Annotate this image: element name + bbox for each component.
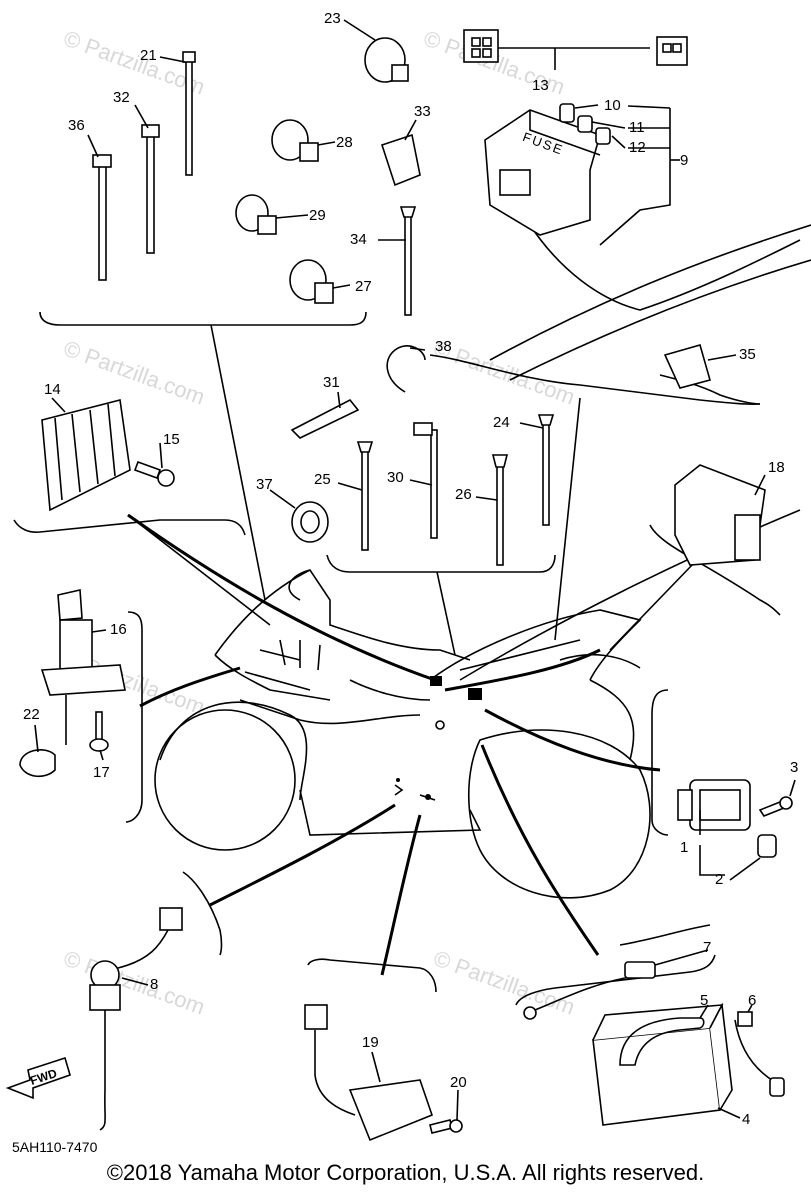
callout-18[interactable]: 18 <box>768 459 785 476</box>
fwd-arrow-icon <box>5 1056 71 1100</box>
motorcycle-outline <box>154 568 651 899</box>
callout-26[interactable]: 26 <box>455 486 472 503</box>
callout-19[interactable]: 19 <box>362 1034 379 1051</box>
part-20-screw[interactable] <box>429 1119 463 1134</box>
callout-8[interactable]: 8 <box>150 976 159 993</box>
callout-1[interactable]: 1 <box>680 839 689 856</box>
part-32-cable-tie[interactable] <box>141 124 160 254</box>
copyright-notice: ©2018 Yamaha Motor Corporation, U.S.A. A… <box>106 1160 705 1185</box>
callout-22[interactable]: 22 <box>23 706 40 723</box>
part-7-negative-lead[interactable] <box>523 961 656 1020</box>
part-13-connector-right[interactable] <box>656 36 688 66</box>
callout-10[interactable]: 10 <box>604 97 621 114</box>
callout-14[interactable]: 14 <box>44 381 61 398</box>
part-26-cable-tie[interactable] <box>491 454 509 566</box>
callout-31[interactable]: 31 <box>323 374 340 391</box>
part-29-clamp[interactable] <box>235 194 277 235</box>
part-19-sensor[interactable] <box>304 1004 434 1142</box>
part-11-fuse[interactable] <box>577 115 593 133</box>
part-21-cable-tie[interactable] <box>182 51 196 176</box>
part-23-clamp[interactable] <box>364 37 409 83</box>
part-38-clip[interactable] <box>386 345 426 393</box>
part-22-clamp[interactable] <box>19 749 56 778</box>
part-28-clamp[interactable] <box>271 119 319 162</box>
callout-32[interactable]: 32 <box>113 89 130 106</box>
callout-37[interactable]: 37 <box>256 476 273 493</box>
part-24-cable-tie[interactable] <box>537 414 555 526</box>
part-10-fuse[interactable] <box>559 103 575 123</box>
callout-9[interactable]: 9 <box>680 152 689 169</box>
part-18-flasher-relay[interactable] <box>674 464 766 566</box>
part-6-battery-lead[interactable] <box>734 1011 785 1097</box>
harness-leaders <box>127 224 811 976</box>
callout-34[interactable]: 34 <box>350 231 367 248</box>
part-33-holder[interactable] <box>380 133 421 187</box>
diagram-code: 5AH110-7470 <box>12 1139 98 1155</box>
part-30-cable-tie[interactable] <box>413 422 438 539</box>
part-37-grommet[interactable] <box>291 501 329 543</box>
part-16-main-switch[interactable] <box>40 589 126 745</box>
part-4-battery[interactable] <box>592 1002 733 1126</box>
part-5-battery-band[interactable] <box>619 1017 705 1066</box>
part-35-clamp[interactable] <box>663 344 711 389</box>
callout-24[interactable]: 24 <box>493 414 510 431</box>
callout-21[interactable]: 21 <box>140 47 157 64</box>
part-8-neutral-switch[interactable] <box>89 907 183 1131</box>
part-31-holder[interactable] <box>290 398 360 439</box>
part-14-rectifier-regulator[interactable] <box>41 399 131 512</box>
callout-leaders <box>34 19 796 1121</box>
part-1-starter-relay[interactable] <box>677 779 751 831</box>
callout-3[interactable]: 3 <box>790 759 799 776</box>
callout-17[interactable]: 17 <box>93 764 110 781</box>
callout-5[interactable]: 5 <box>700 992 709 1009</box>
callout-23[interactable]: 23 <box>324 10 341 27</box>
callout-12[interactable]: 12 <box>629 139 646 156</box>
part-17-bolt[interactable] <box>89 711 109 752</box>
part-3-bolt[interactable] <box>758 796 793 817</box>
part-36-cable-tie[interactable] <box>92 154 112 281</box>
part-9-fuse-box[interactable] <box>484 109 601 236</box>
callout-2[interactable]: 2 <box>715 871 724 888</box>
group-brackets <box>13 47 781 1006</box>
callout-20[interactable]: 20 <box>450 1074 467 1091</box>
part-2-cap[interactable] <box>757 834 777 858</box>
callout-27[interactable]: 27 <box>355 278 372 295</box>
callout-30[interactable]: 30 <box>387 469 404 486</box>
callout-13[interactable]: 13 <box>532 77 549 94</box>
part-27-clamp[interactable] <box>289 259 334 304</box>
callout-36[interactable]: 36 <box>68 117 85 134</box>
part-34-cable-tie[interactable] <box>399 206 417 316</box>
part-25-cable-tie[interactable] <box>356 441 374 551</box>
callout-35[interactable]: 35 <box>739 346 756 363</box>
callout-33[interactable]: 33 <box>414 103 431 120</box>
callout-6[interactable]: 6 <box>748 992 757 1009</box>
callout-38[interactable]: 38 <box>435 338 452 355</box>
callout-15[interactable]: 15 <box>163 431 180 448</box>
callout-11[interactable]: 11 <box>629 119 645 136</box>
part-12-fuse[interactable] <box>595 127 611 145</box>
callout-4[interactable]: 4 <box>742 1111 751 1128</box>
callout-28[interactable]: 28 <box>336 134 353 151</box>
callout-7[interactable]: 7 <box>703 939 712 956</box>
callout-25[interactable]: 25 <box>314 471 331 488</box>
callout-29[interactable]: 29 <box>309 207 326 224</box>
callout-16[interactable]: 16 <box>110 621 127 638</box>
part-13-connector-left[interactable] <box>463 29 499 63</box>
part-15-bolt[interactable] <box>133 460 175 487</box>
